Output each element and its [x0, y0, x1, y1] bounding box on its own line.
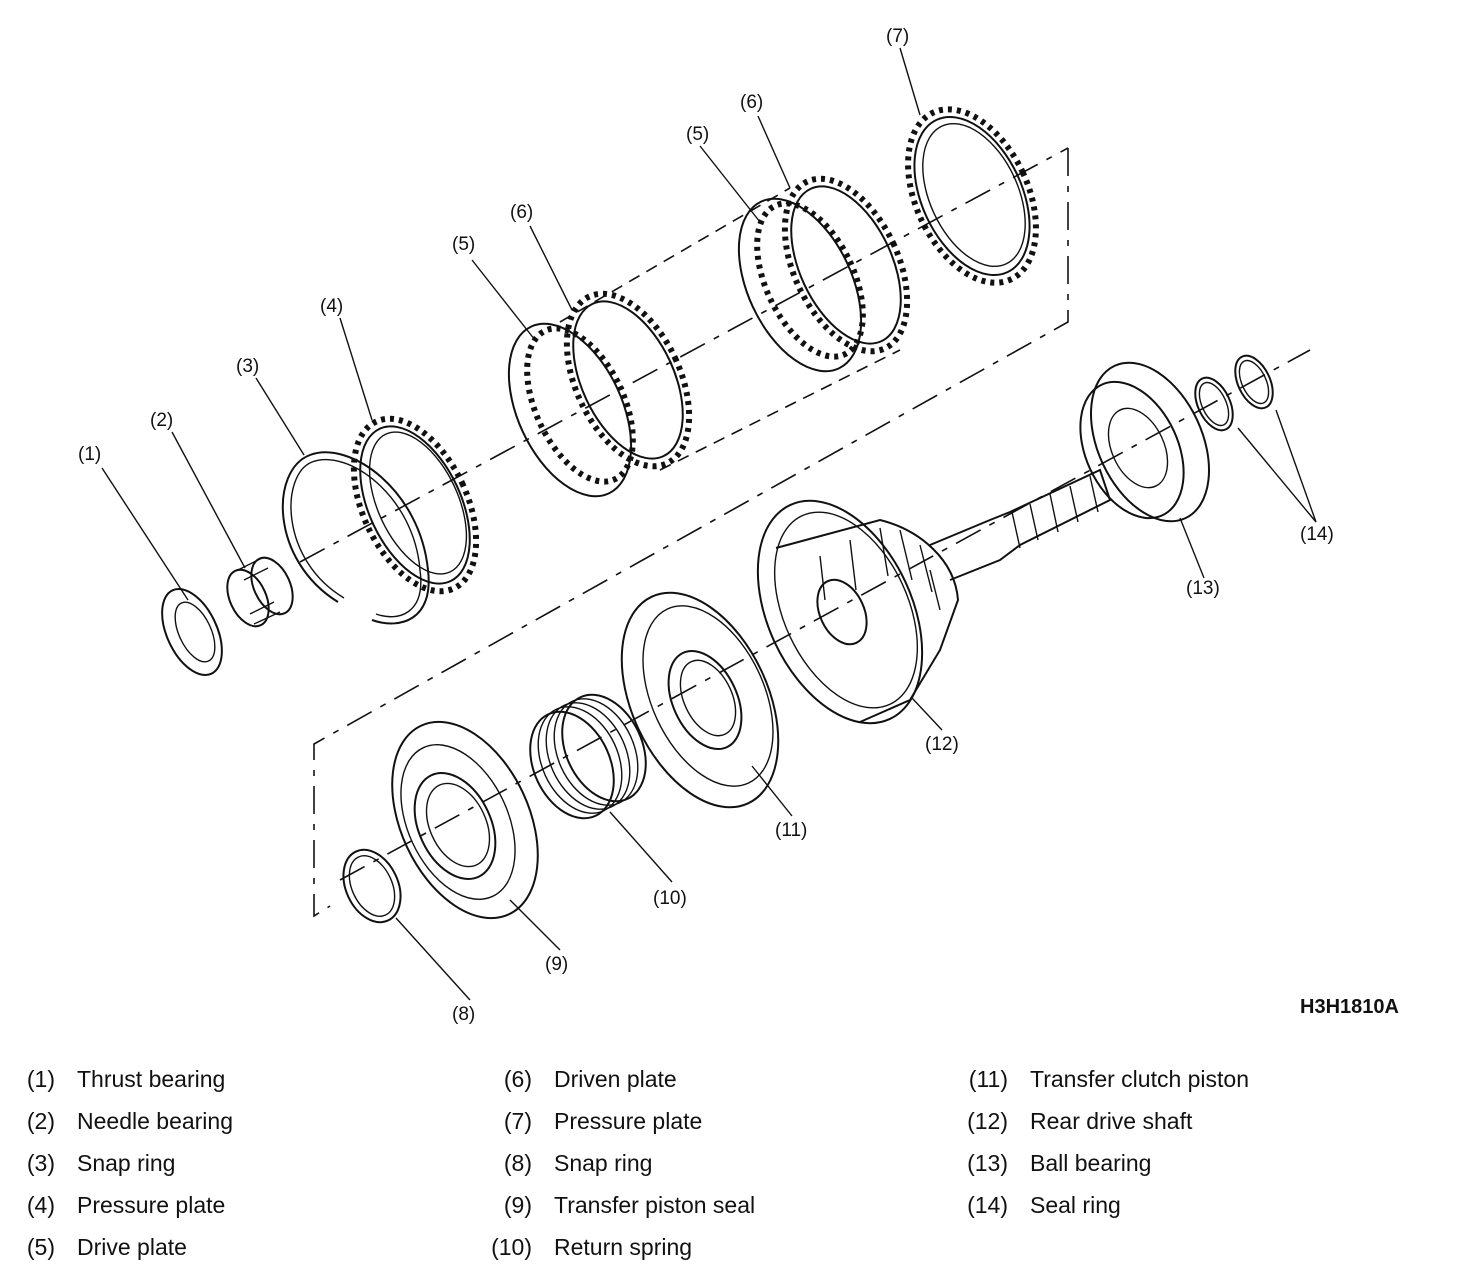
legend-item: (9) Transfer piston seal	[477, 1186, 755, 1228]
legend-label: Thrust bearing	[77, 1066, 226, 1092]
clutch-plate-pack-rear	[737, 175, 911, 373]
callout-14: (14)	[1300, 524, 1334, 545]
legend-label: Pressure plate	[554, 1108, 703, 1134]
ball-bearing-part	[1079, 361, 1211, 523]
legend-label: Rear drive shaft	[1030, 1108, 1193, 1134]
seal-rings-part	[1194, 354, 1274, 432]
legend-num: (14)	[967, 1192, 1008, 1218]
legend-item: (8) Snap ring	[477, 1144, 755, 1186]
pressure-plate-4-part	[350, 415, 480, 595]
legend-num: (12)	[967, 1108, 1008, 1134]
legend-label: Needle bearing	[77, 1108, 234, 1134]
callout-3: (3)	[236, 356, 259, 377]
callout-10: (10)	[653, 888, 687, 909]
legend-item: (1) Thrust bearing	[0, 1060, 233, 1102]
legend-num: (4)	[26, 1192, 55, 1218]
legend-label: Drive plate	[77, 1234, 187, 1260]
callout-5-front: (5)	[452, 234, 475, 255]
axis-line-lower	[339, 349, 1311, 881]
legend-label: Ball bearing	[1030, 1150, 1152, 1176]
callout-4: (4)	[320, 296, 343, 317]
legend-num: (1)	[26, 1066, 55, 1092]
assembly-outline	[313, 148, 1069, 918]
axis-line-upper	[299, 147, 1069, 563]
legend-item: (2) Needle bearing	[0, 1102, 233, 1144]
legend-item: (12) Rear drive shaft	[953, 1102, 1249, 1144]
callout-8: (8)	[452, 1004, 475, 1025]
legend-num: (13)	[967, 1150, 1008, 1176]
transfer-clutch-piston-part	[620, 591, 780, 809]
legend-num: (2)	[26, 1108, 55, 1134]
legend-item: (13) Ball bearing	[953, 1144, 1249, 1186]
legend-num: (3)	[26, 1150, 55, 1176]
exploded-view-diagram: (1) (2) (3) (4) (5) (6) (5) (6) (7) (8) …	[78, 26, 1334, 1025]
legend-item: (6) Driven plate	[477, 1060, 755, 1102]
rear-drive-shaft-part	[756, 468, 1112, 725]
legend-item: (3) Snap ring	[0, 1144, 233, 1186]
legend-num: (7)	[503, 1108, 532, 1134]
clutch-plate-pack-front	[507, 290, 693, 498]
legend-column-2: (6) Driven plate (7) Pressure plate (8) Sna…	[477, 1060, 755, 1270]
legend-label: Seal ring	[1030, 1192, 1121, 1218]
legend-item: (14) Seal ring	[953, 1186, 1249, 1228]
legend-item: (10) Return spring	[477, 1228, 755, 1270]
legend-num: (10)	[491, 1234, 532, 1260]
legend-num: (5)	[26, 1234, 55, 1260]
legend-item: (7) Pressure plate	[477, 1102, 755, 1144]
needle-bearing-part	[226, 556, 294, 628]
legend-label: Transfer clutch piston	[1030, 1066, 1250, 1092]
legend-num: (9)	[503, 1192, 532, 1218]
snap-ring-3-part	[281, 451, 430, 625]
callout-11: (11)	[775, 820, 807, 841]
plate-pack-envelope	[559, 187, 901, 471]
legend-column-1: (1) Thrust bearing (2) Needle bearing (3) S…	[0, 1060, 233, 1270]
callout-13: (13)	[1186, 578, 1220, 599]
legend-label: Snap ring	[77, 1150, 176, 1176]
callout-6-rear: (6)	[740, 92, 763, 113]
return-spring-part	[529, 693, 647, 820]
legend-num: (6)	[503, 1066, 532, 1092]
legend-label: Return spring	[554, 1234, 693, 1260]
legend-item: (11) Transfer clutch piston	[953, 1060, 1249, 1102]
legend-label: Snap ring	[554, 1150, 653, 1176]
legend-item: (4) Pressure plate	[0, 1186, 233, 1228]
callout-6-front: (6)	[510, 202, 533, 223]
figure-code: H3H1810A	[1300, 996, 1399, 1018]
callout-5-rear: (5)	[686, 124, 709, 145]
legend-item: (5) Drive plate	[0, 1228, 233, 1270]
legend-label: Driven plate	[554, 1066, 677, 1092]
leader-lines	[101, 47, 1317, 1001]
transfer-piston-seal-part	[391, 720, 539, 920]
legend-num: (11)	[968, 1066, 1008, 1092]
callout-9: (9)	[545, 954, 568, 975]
callout-2: (2)	[150, 410, 173, 431]
parts-legend: (1) Thrust bearing (2) Needle bearing (3) S…	[0, 1060, 1472, 1280]
callout-1: (1)	[78, 444, 101, 465]
thrust-bearing-part	[161, 587, 223, 677]
legend-num: (8)	[503, 1150, 532, 1176]
legend-label: Pressure plate	[77, 1192, 226, 1218]
callout-12: (12)	[925, 734, 959, 755]
callout-7: (7)	[886, 26, 909, 47]
callout-labels: (1) (2) (3) (4) (5) (6) (5) (6) (7) (8) …	[78, 26, 1334, 1025]
legend-column-3: (11) Transfer clutch piston (12) Rear driv…	[953, 1060, 1249, 1228]
legend-label: Transfer piston seal	[554, 1192, 756, 1218]
snap-ring-8-part	[342, 848, 402, 924]
pressure-plate-7-part	[905, 106, 1039, 286]
